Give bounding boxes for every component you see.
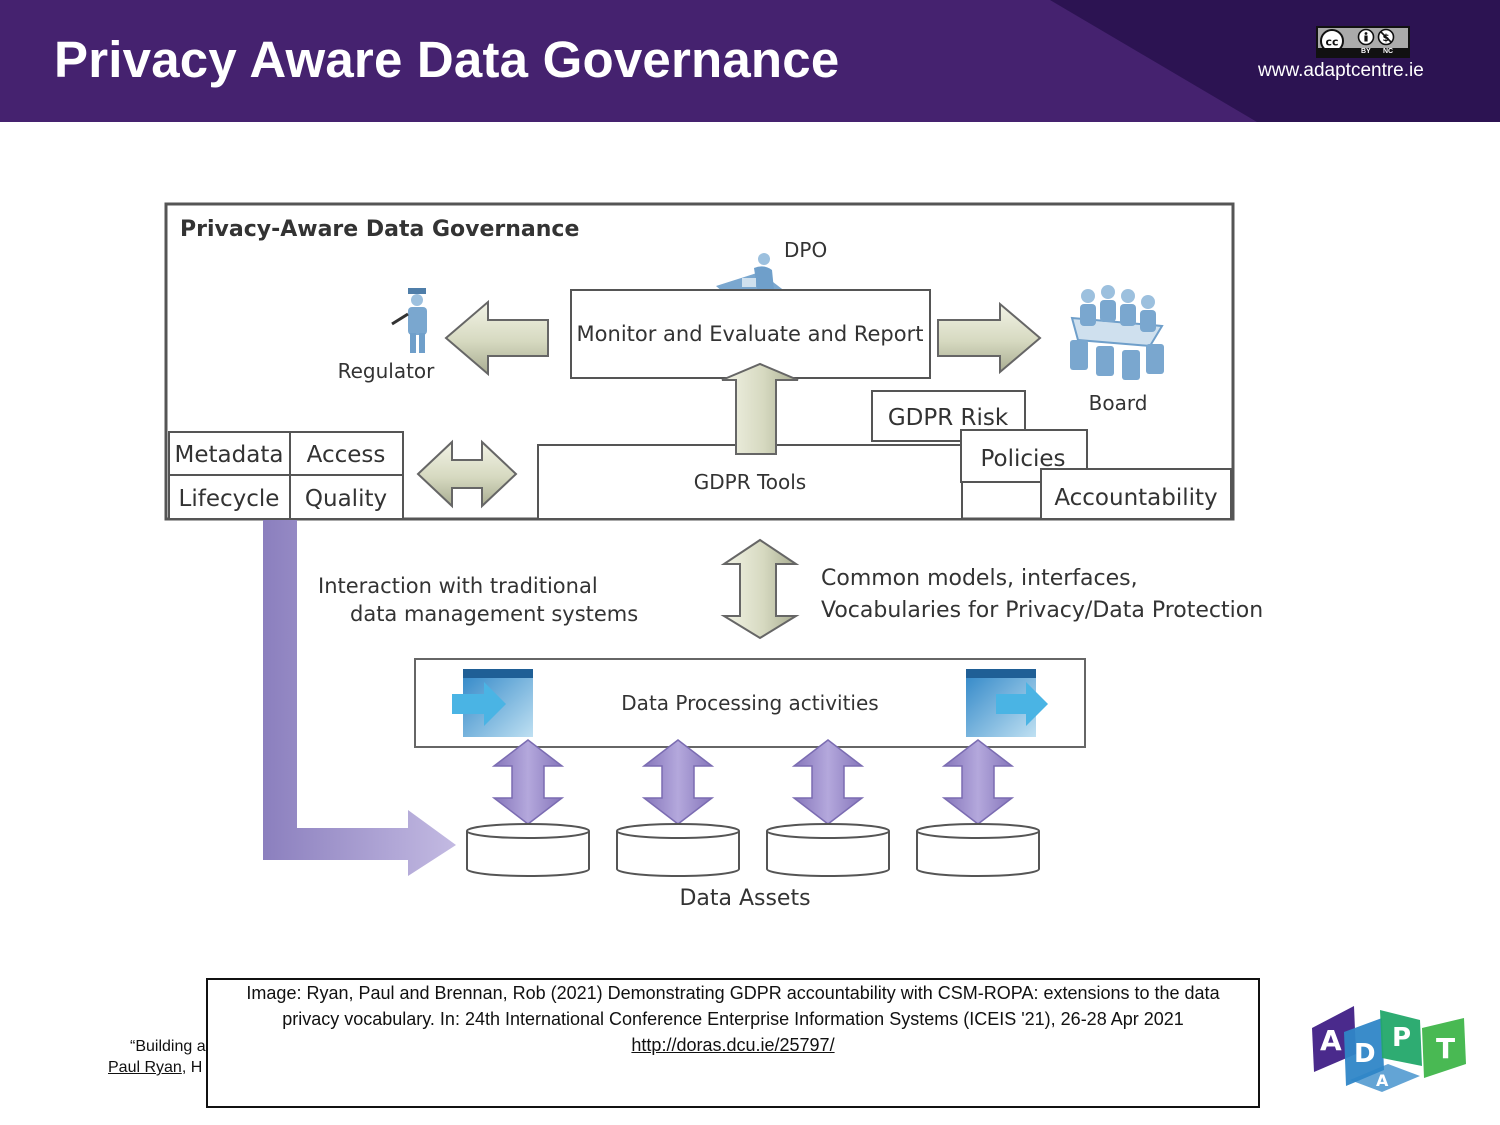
data-asset-cylinder-2 bbox=[616, 823, 740, 877]
to-regulator-arrow bbox=[444, 299, 549, 377]
quality-label: Quality bbox=[305, 486, 387, 512]
data-asset-cylinder-1 bbox=[466, 823, 590, 877]
page-title: Privacy Aware Data Governance bbox=[54, 31, 840, 88]
to-board-arrow bbox=[937, 301, 1042, 375]
process-input-icon bbox=[452, 669, 533, 737]
gdpr-tools-label: GDPR Tools bbox=[694, 470, 806, 494]
adapt-logo-icon: A D P T A bbox=[1312, 1006, 1466, 1092]
footnote-line2: Paul Ryan, H bbox=[108, 1057, 206, 1078]
logo-letter-p: P bbox=[1392, 1023, 1411, 1053]
frame-title: Privacy-Aware Data Governance bbox=[180, 217, 579, 242]
monitor-box bbox=[570, 289, 931, 379]
asset-double-arrow-1 bbox=[491, 739, 565, 825]
caption-line1: Image: Ryan, Paul and Brennan, Rob (2021… bbox=[246, 983, 1220, 1003]
header-bar: Privacy Aware Data Governance cc $ BY NC… bbox=[0, 0, 1500, 122]
board-figure-icon bbox=[1070, 285, 1164, 380]
logo-letter-t: T bbox=[1436, 1032, 1455, 1065]
accountability-label: Accountability bbox=[1054, 485, 1217, 511]
access-label: Access bbox=[307, 442, 386, 468]
data-asset-cylinder-4 bbox=[916, 823, 1040, 877]
footnote-author-link[interactable]: Paul Ryan bbox=[108, 1059, 182, 1076]
caption-line2: privacy vocabulary. In: 24th Internation… bbox=[282, 1009, 1184, 1029]
data-processing-label: Data Processing activities bbox=[621, 691, 878, 715]
website-link[interactable]: www.adaptcentre.ie bbox=[1258, 60, 1424, 81]
dpo-label: DPO bbox=[784, 238, 827, 262]
common-models-double-arrow bbox=[720, 538, 800, 640]
gdpr-tools-box bbox=[537, 444, 963, 520]
hidden-footnote: “Building a Paul Ryan, H bbox=[108, 1036, 206, 1078]
gdpr-risk-label: GDPR Risk bbox=[888, 405, 1009, 431]
license-nc-label: NC bbox=[1383, 48, 1394, 55]
caption-link[interactable]: http://doras.dcu.ie/25797/ bbox=[631, 1035, 835, 1055]
data-assets-label: Data Assets bbox=[679, 886, 810, 911]
footnote-rest: , H bbox=[181, 1059, 203, 1076]
asset-double-arrow-3 bbox=[791, 739, 865, 825]
logo-letter-a: A bbox=[1320, 1024, 1342, 1057]
license-by-label: BY bbox=[1361, 48, 1371, 55]
metadata-cell bbox=[168, 431, 291, 476]
accountability-box bbox=[1040, 468, 1232, 520]
process-output-icon bbox=[966, 669, 1048, 737]
svg-text:$: $ bbox=[1383, 33, 1390, 44]
regulator-figure-icon bbox=[391, 288, 427, 353]
image-caption: Image: Ryan, Paul and Brennan, Rob (2021… bbox=[206, 978, 1260, 1108]
common-label-line1: Common models, interfaces, bbox=[821, 566, 1138, 591]
footnote-line1: “Building a bbox=[130, 1038, 206, 1055]
logo-letter-a2: A bbox=[1376, 1071, 1389, 1090]
regulator-label: Regulator bbox=[338, 359, 436, 383]
data-asset-cylinder-3 bbox=[766, 823, 890, 877]
metadata-label: Metadata bbox=[175, 442, 284, 468]
policies-label: Policies bbox=[980, 446, 1065, 472]
asset-double-arrow-2 bbox=[641, 739, 715, 825]
interaction-purple-arrow bbox=[263, 520, 456, 876]
quality-cell bbox=[289, 474, 404, 520]
interaction-label-line1: Interaction with traditional bbox=[318, 574, 598, 598]
interaction-label-line2: data management systems bbox=[350, 602, 638, 626]
grid-tools-double-arrow bbox=[416, 439, 518, 509]
svg-text:cc: cc bbox=[1325, 36, 1338, 49]
asset-double-arrow-4 bbox=[941, 739, 1015, 825]
license-bar: BY NC bbox=[1318, 48, 1408, 56]
tools-to-monitor-arrow bbox=[721, 362, 799, 455]
logo-letter-d: D bbox=[1354, 1039, 1376, 1069]
board-label: Board bbox=[1089, 391, 1148, 415]
monitor-label: Monitor and Evaluate and Report bbox=[577, 322, 924, 346]
common-label-line2: Vocabularies for Privacy/Data Protection bbox=[821, 598, 1263, 623]
cc-by-nc-icon: cc $ BY NC bbox=[1316, 26, 1410, 58]
lifecycle-label: Lifecycle bbox=[179, 486, 280, 512]
caption-link-row: http://doras.dcu.ie/25797/ bbox=[208, 1032, 1258, 1058]
